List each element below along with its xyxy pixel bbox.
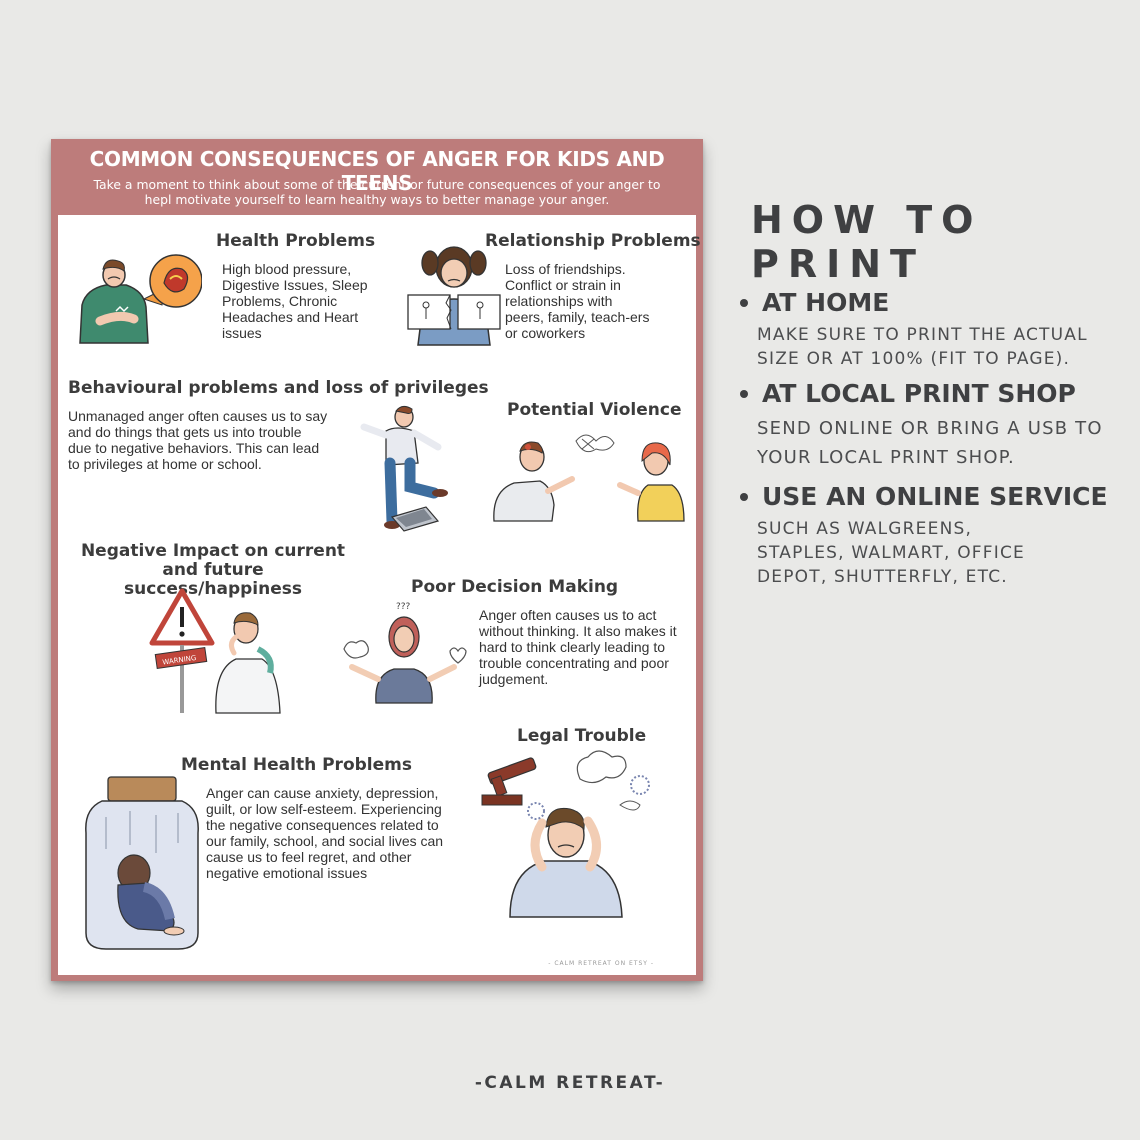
worksheet-poster: COMMON CONSEQUENCES OF ANGER FOR KIDS AN… [51, 139, 703, 981]
how-to-print-title: HOW TO PRINT [751, 198, 983, 286]
girl-in-jar-illustration [85, 776, 199, 950]
bullet-icon [740, 492, 748, 501]
poster-subtitle: Take a moment to think about some of the… [93, 177, 661, 207]
potential-violence-title: Potential Violence [507, 400, 682, 420]
option-description: SEND ONLINE OR BRING A USB TO YOUR LOCAL… [757, 418, 1103, 468]
option-description: MAKE SURE TO PRINT THE ACTUAL SIZE OR AT… [757, 325, 1088, 369]
bullet-icon [740, 298, 748, 307]
stressed-man-gavel-illustration [481, 750, 650, 918]
negative-impact-title: Negative Impact on current and future su… [80, 541, 346, 599]
confused-girl-illustration: ??? [343, 602, 467, 704]
content-panel: Health Problems High blood pressure, Dig… [58, 215, 701, 975]
torn-photo-girl-illustration [407, 246, 501, 346]
arguing-people-illustration [493, 434, 685, 522]
poor-decision-title: Poor Decision Making [411, 577, 619, 597]
health-problems-title: Health Problems [216, 231, 376, 251]
option-heading: AT HOME [762, 288, 890, 317]
stomach-pain-illustration [79, 254, 202, 344]
etsy-credit: - CALM RETREAT ON ETSY - [548, 960, 654, 967]
option-heading: AT LOCAL PRINT SHOP [762, 379, 1076, 408]
print-option-home: AT HOME MAKE SURE TO PRINT THE ACTUAL SI… [740, 288, 1097, 371]
print-option-shop: AT LOCAL PRINT SHOP SEND ONLINE OR BRING… [740, 379, 1117, 472]
poor-decision-text: Anger often causes us to act without thi… [479, 607, 677, 687]
relationship-problems-title: Relationship Problems [485, 231, 701, 251]
behavioural-problems-text: Unmanaged anger often causes us to say a… [68, 408, 328, 472]
relationship-problems-text: Loss of friendships. Conflict or strain … [505, 261, 650, 341]
warning-sign-illustration: WARNING [149, 588, 281, 714]
brand-footer: -CALM RETREAT- [474, 1073, 666, 1093]
mental-health-title: Mental Health Problems [181, 755, 412, 775]
bullet-icon [740, 389, 748, 398]
kicking-laptop-illustration [360, 405, 448, 532]
question-marks: ??? [396, 602, 411, 612]
health-problems-text: High blood pressure, Digestive Issues, S… [222, 261, 368, 341]
behavioural-problems-title: Behavioural problems and loss of privile… [68, 378, 489, 398]
print-option-online: USE AN ONLINE SERVICE SUCH AS WALGREENS,… [740, 482, 1108, 589]
poster-title: COMMON CONSEQUENCES OF ANGER FOR KIDS AN… [89, 147, 665, 195]
poster-header: COMMON CONSEQUENCES OF ANGER FOR KIDS AN… [51, 139, 703, 213]
option-heading: USE AN ONLINE SERVICE [762, 482, 1108, 511]
option-description: SUCH AS WALGREENS, STAPLES, WALMART, OFF… [757, 519, 1025, 587]
legal-trouble-title: Legal Trouble [517, 726, 647, 746]
mental-health-text: Anger can cause anxiety, depression, gui… [206, 785, 444, 881]
